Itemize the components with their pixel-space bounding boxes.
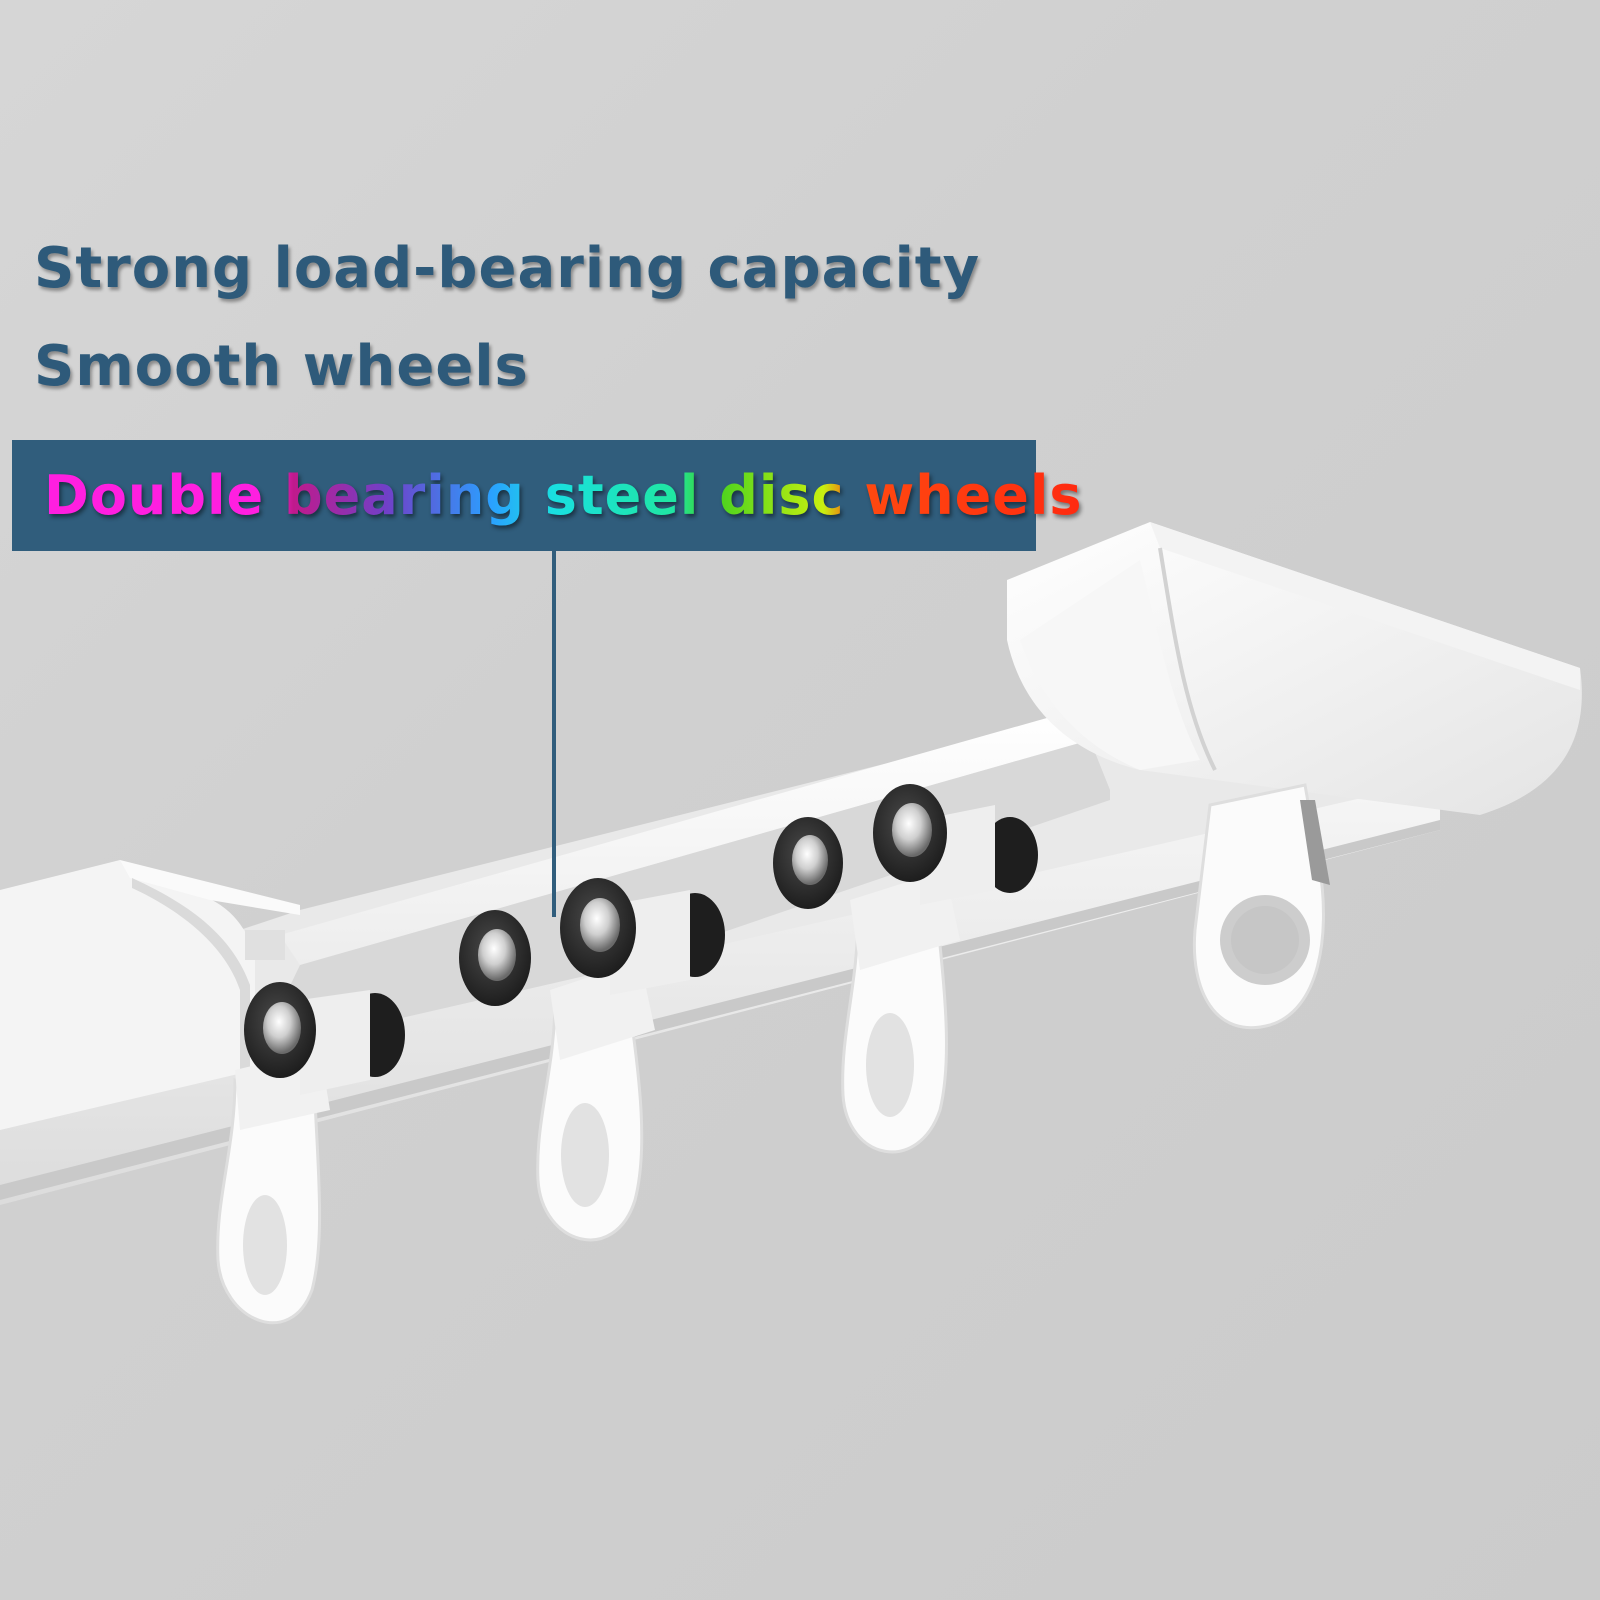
end-cap [1007,522,1582,815]
curtain-hook [536,960,655,1242]
banner-text: Double bearing steel disc wheels [44,464,1083,527]
wheel [873,784,947,882]
curtain-hook [841,870,960,1154]
curtain-hook [216,1050,330,1325]
end-hook [1192,783,1330,1030]
wheel [244,982,316,1078]
feature-text-load-bearing: Strong load-bearing capacity [34,236,981,301]
feature-text-smooth-wheels: Smooth wheels [34,334,529,399]
wheel [560,878,636,978]
feature-banner: Double bearing steel disc wheels [12,440,1082,551]
wheel [773,817,843,909]
callout-leader-line [552,551,556,917]
wheel [459,910,531,1006]
